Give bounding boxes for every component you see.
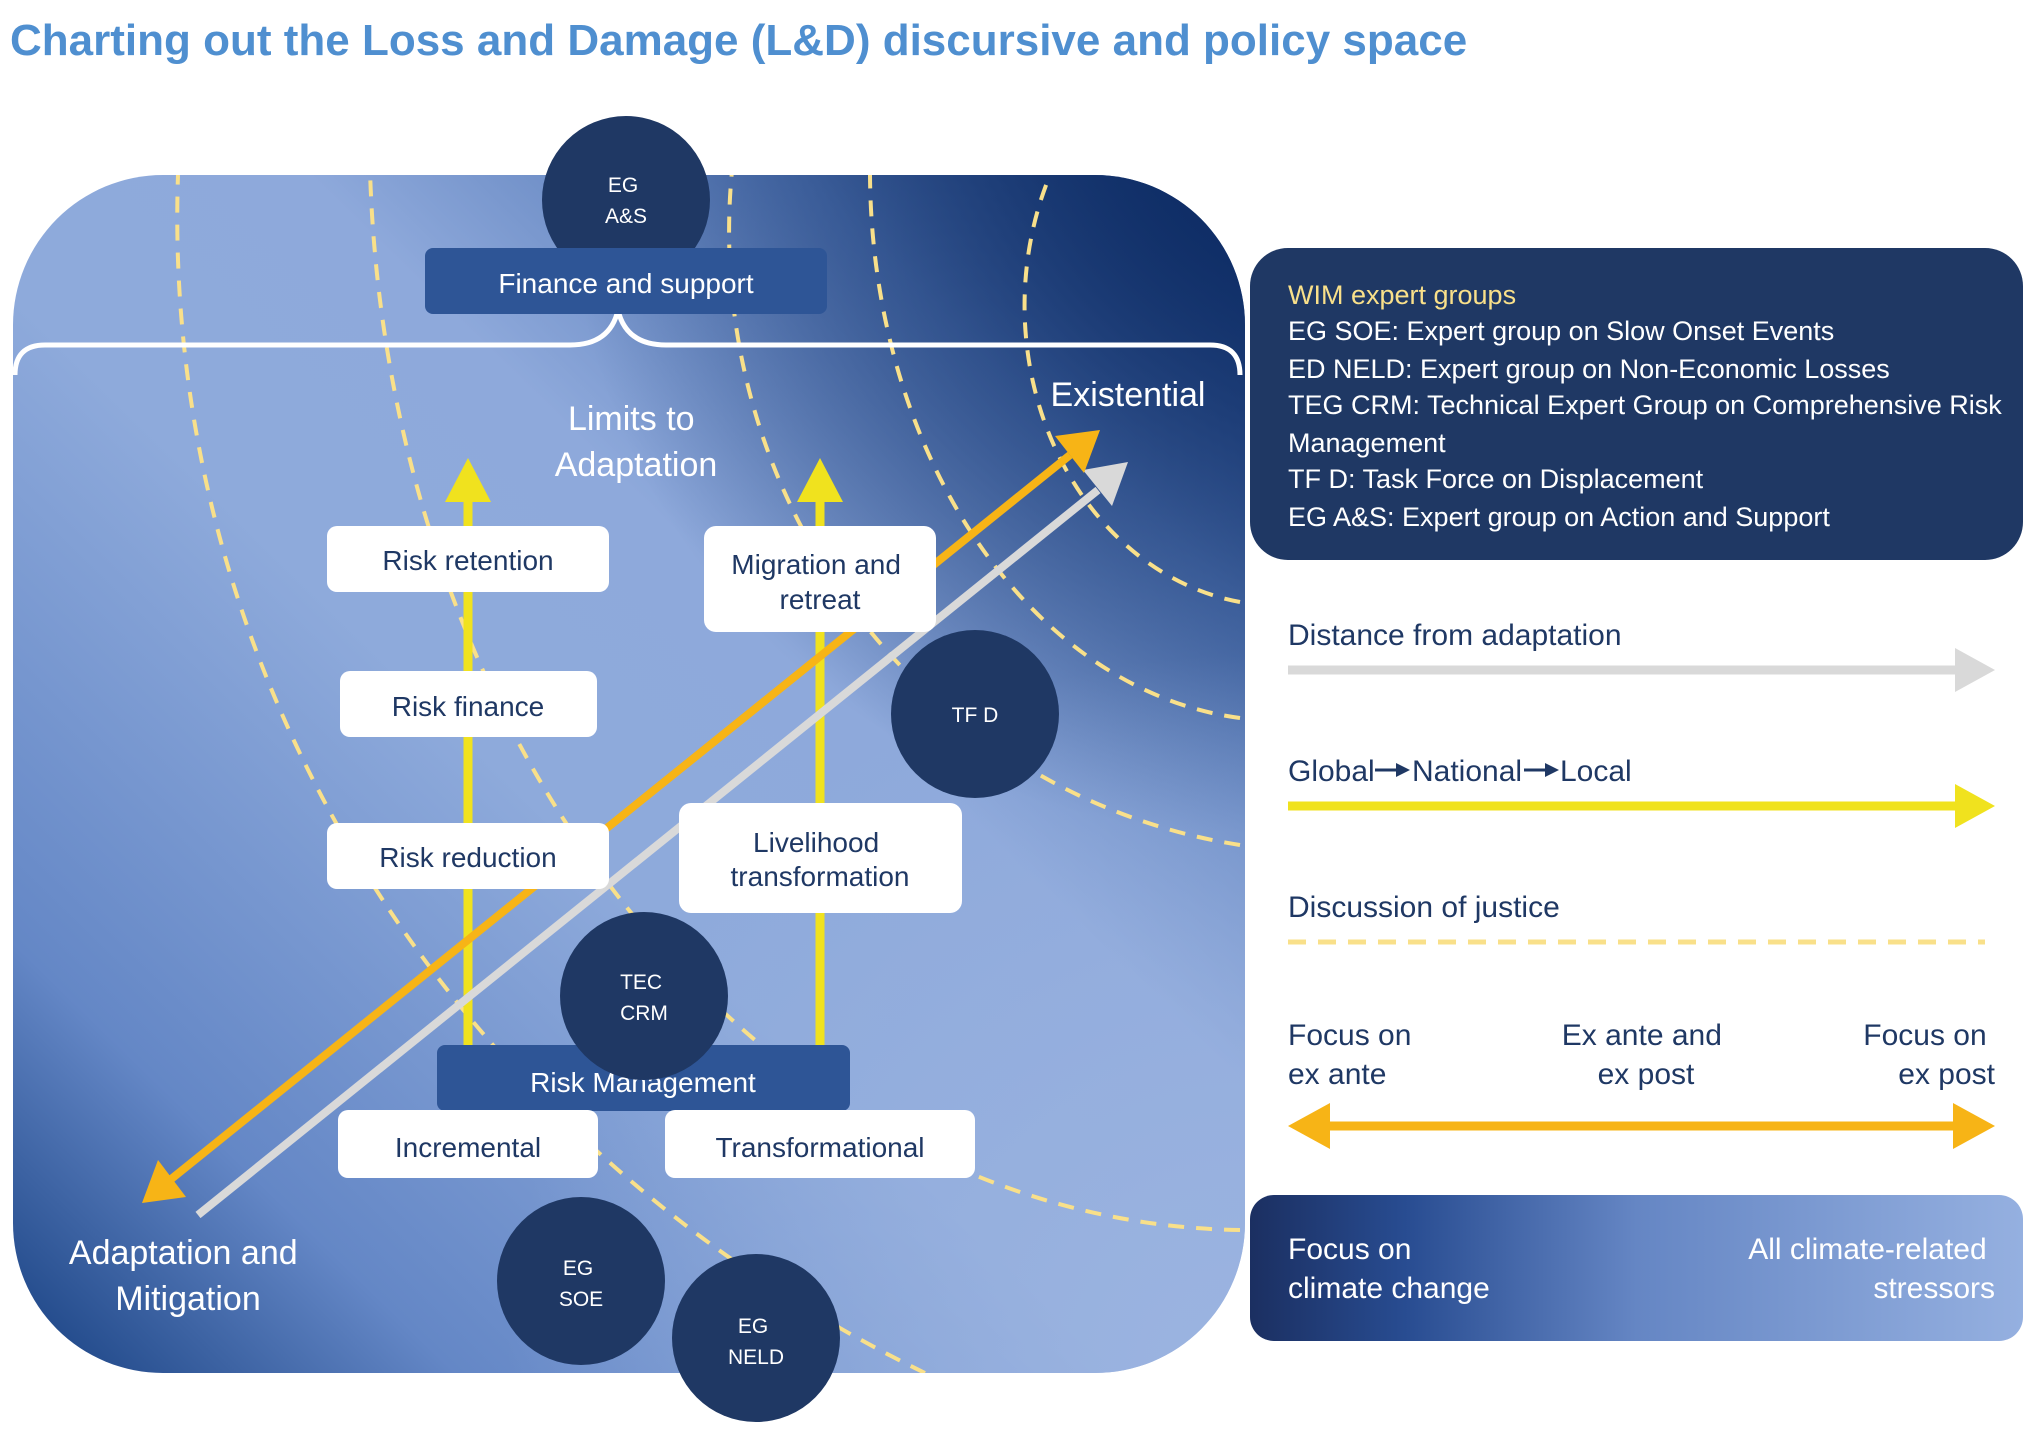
eg-soe-circle: EG SOE [497, 1197, 665, 1365]
tf-d-circle: TF D [891, 630, 1059, 798]
svg-text:TEC CRM: TEC CRM [620, 971, 668, 1025]
finance-support-label: Finance and support [498, 268, 754, 299]
legend-gradient-right: All climate-related stressors [1748, 1233, 1995, 1305]
legend-gradient-box: Focus on climate change All climate-rela… [1250, 1195, 2023, 1341]
risk-retention-label: Risk retention [382, 545, 553, 576]
transformational-label: Transformational [715, 1132, 924, 1163]
scale-small-arrow-1 [1375, 763, 1410, 777]
migration-label: Migration and retreat [731, 549, 908, 615]
vertical-arrow-incremental [445, 458, 491, 1110]
svg-text:WIM expert groups EG SOE: WIM expert groups EG SOE: Expert group o… [1288, 280, 2009, 532]
legend-distance-label: Distance from adaptation [1288, 619, 1622, 652]
legend-focus-left: Focus on ex ante [1288, 1019, 1420, 1091]
page-title: Charting out the Loss and Damage (L&D) d… [10, 16, 1467, 65]
tec-crm-circle: TEC CRM [560, 912, 728, 1080]
risk-reduction-label: Risk reduction [379, 842, 556, 873]
transformational-box: Transformational [665, 1110, 975, 1178]
justice-arc-1 [1022, 175, 1241, 604]
risk-finance-label: Risk finance [392, 691, 545, 722]
livelihood-box: Livelihood transformation [679, 803, 962, 913]
justice-arc-3 [727, 175, 1241, 847]
legend-focus-middle: Ex ante and ex post [1562, 1019, 1730, 1091]
legend-scale-label: Global National Local [1288, 755, 1632, 788]
legend-justice-label: Discussion of justice [1288, 891, 1560, 924]
scale-small-arrow-2 [1524, 763, 1559, 777]
incremental-label: Incremental [395, 1132, 541, 1163]
legend-scale-arrow [1288, 784, 1995, 828]
risk-finance-box: Risk finance [340, 671, 597, 737]
svg-text:EG SOE: EG SOE [559, 1257, 603, 1311]
legend-focus-arrow [1288, 1103, 1995, 1149]
svg-text:EG NELD: EG NELD [728, 1315, 784, 1369]
eg-as-circle: EG A&S [542, 116, 710, 284]
justice-arc-2 [868, 175, 1241, 720]
livelihood-label: Livelihood transformation [731, 827, 910, 892]
svg-text:EG A&S: EG A&S [605, 174, 647, 228]
wim-legend-box: WIM expert groups EG SOE: Expert group o… [1250, 248, 2023, 560]
limits-label: Limits to Adaptation [555, 400, 718, 484]
finance-support-box: Finance and support [425, 248, 827, 314]
adaptation-label: Adaptation and Mitigation [69, 1234, 307, 1318]
legend-distance-arrow [1288, 648, 1995, 692]
existential-label: Existential [1051, 376, 1206, 414]
legend-gradient-left: Focus on climate change [1288, 1233, 1490, 1305]
wim-legend-title: WIM expert groups [1288, 280, 1516, 310]
diagram-area [13, 175, 1245, 1373]
risk-retention-box: Risk retention [327, 526, 609, 592]
incremental-box: Incremental [338, 1110, 598, 1178]
distance-arrow [195, 462, 1128, 1219]
eg-neld-circle: EG NELD [672, 1254, 840, 1422]
svg-text:TF D: TF D [952, 704, 999, 727]
legend-focus-right: Focus on ex post [1863, 1019, 1995, 1091]
migration-box: Migration and retreat [704, 526, 936, 632]
risk-reduction-box: Risk reduction [327, 823, 609, 889]
